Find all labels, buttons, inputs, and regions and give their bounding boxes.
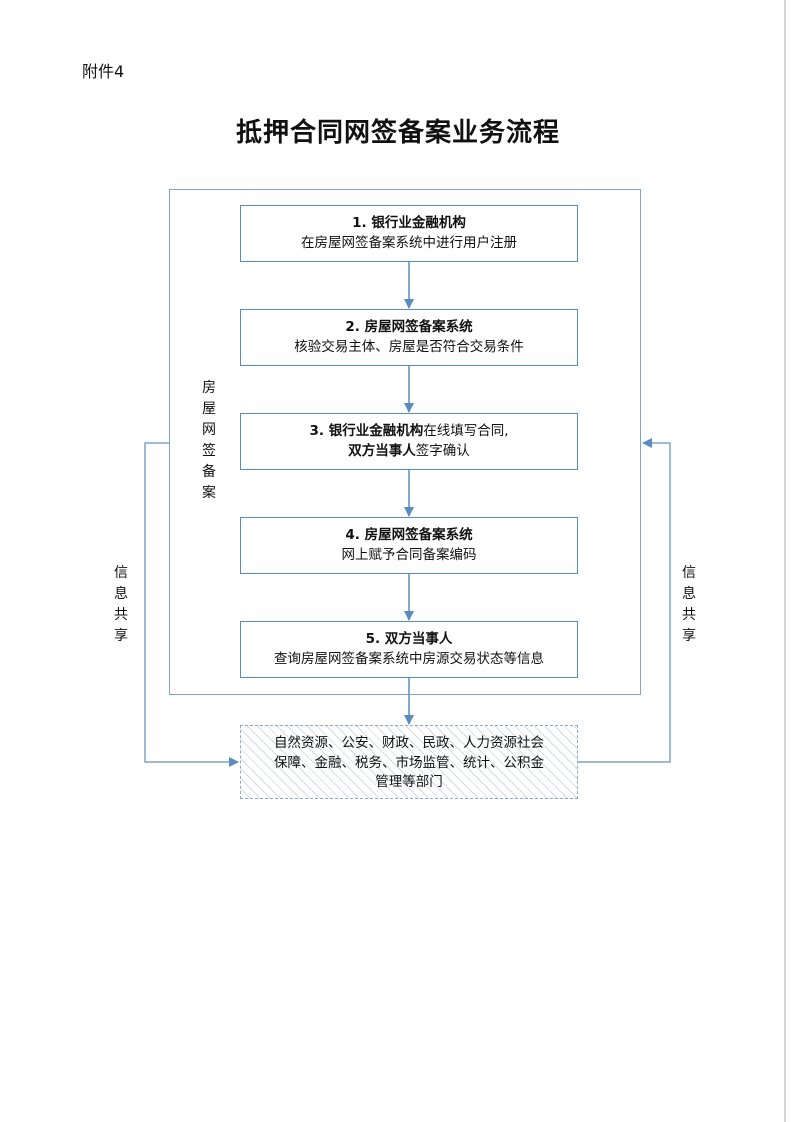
online-signing-frame	[169, 189, 641, 695]
step-1-body: 在房屋网签备案系统中进行用户注册	[301, 235, 517, 251]
departments-line-2: 保障、金融、税务、市场监管、统计、公积金	[274, 754, 544, 771]
departments-line-3: 管理等部门	[375, 774, 443, 790]
step-3-head2: 双方当事人	[348, 443, 416, 459]
right-info-share-label: 信息共享	[682, 565, 696, 644]
step-2-body: 核验交易主体、房屋是否符合交易条件	[294, 339, 524, 355]
attachment-label: 附件4	[82, 62, 125, 81]
step-1-head: 1. 银行业金融机构	[352, 215, 466, 231]
step-5-head: 5. 双方当事人	[365, 631, 453, 647]
step-4-body: 网上赋予合同备案编码	[341, 547, 477, 563]
arrow-left-info-share	[144, 442, 239, 767]
step-4-box: 4. 房屋网签备案系统 网上赋予合同备案编码	[240, 517, 578, 574]
step-5-box: 5. 双方当事人 查询房屋网签备案系统中房源交易状态等信息	[240, 621, 578, 678]
left-info-share-label: 信息共享	[114, 565, 128, 644]
step-5-body: 查询房屋网签备案系统中房源交易状态等信息	[274, 651, 544, 667]
page-edge	[784, 0, 786, 1122]
page-title: 抵押合同网签备案业务流程	[235, 118, 560, 148]
arrow-right-info-share	[578, 438, 671, 763]
step-3-head: 3. 银行业金融机构	[309, 423, 424, 439]
step-1-box: 1. 银行业金融机构 在房屋网签备案系统中进行用户注册	[240, 205, 578, 262]
step-3-box: 3. 银行业金融机构在线填写合同, 双方当事人签字确认	[240, 413, 578, 470]
step-2-box: 2. 房屋网签备案系统 核验交易主体、房屋是否符合交易条件	[240, 309, 578, 366]
step-3-head-suffix: 在线填写合同,	[423, 423, 509, 439]
info-share-departments-box: 自然资源、公安、财政、民政、人力资源社会 保障、金融、税务、市场监管、统计、公积…	[240, 725, 578, 799]
departments-line-1: 自然资源、公安、财政、民政、人力资源社会	[274, 735, 544, 751]
step-2-head: 2. 房屋网签备案系统	[345, 319, 473, 335]
frame-vertical-label: 房屋网 签备案	[202, 380, 216, 501]
step-4-head: 4. 房屋网签备案系统	[345, 527, 473, 543]
step-3-head2-suffix: 签字确认	[415, 443, 470, 459]
